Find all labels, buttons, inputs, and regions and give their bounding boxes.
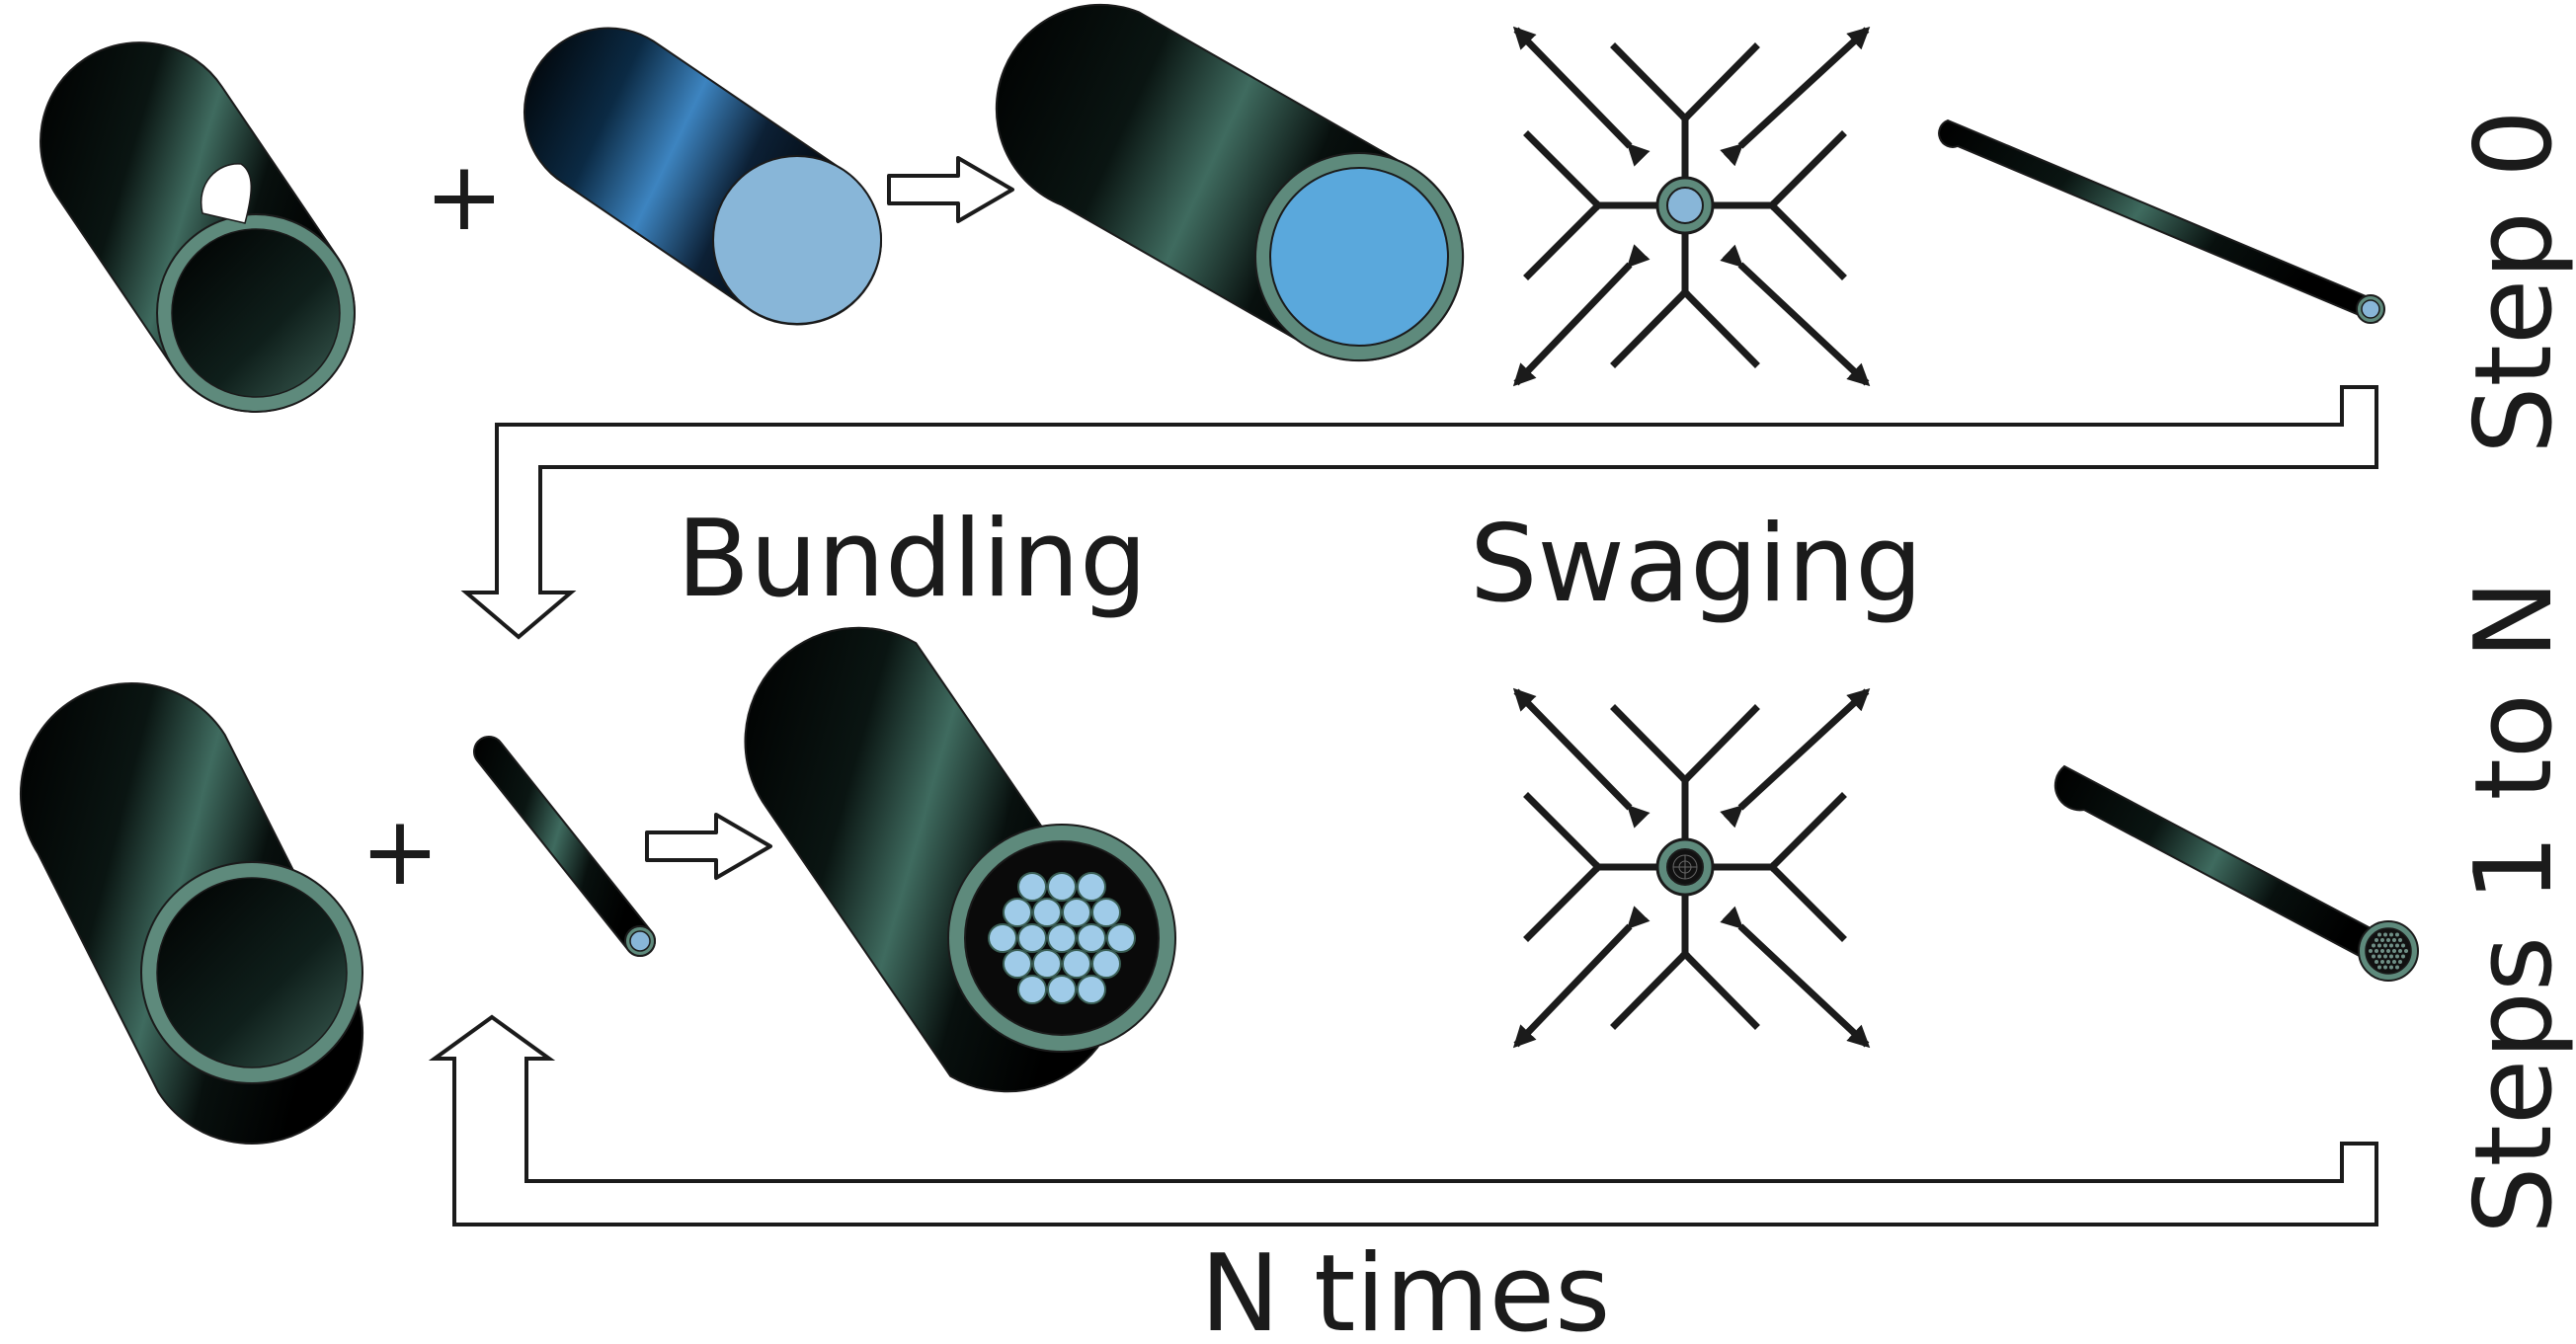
wire-filaments — [2369, 932, 2408, 970]
wire-filament-dot — [2404, 949, 2408, 953]
wire-icon — [2053, 764, 2419, 982]
filament — [988, 923, 1017, 953]
loop-arrow-icon — [428, 1014, 2378, 1226]
wire-filament-dot — [2395, 954, 2399, 959]
wire-filament-dot — [2389, 954, 2393, 959]
filament — [1047, 872, 1077, 902]
filament-bundle — [988, 872, 1136, 1004]
wire-filament-dot — [2380, 949, 2384, 953]
steps1n-label: Steps 1 to N — [2453, 580, 2576, 1234]
wire-filament-dot — [2383, 965, 2387, 970]
wire-filament-dot — [2398, 949, 2402, 953]
rod-icon — [523, 27, 883, 326]
wire-icon — [1938, 119, 2385, 324]
filament — [1017, 923, 1047, 953]
wire-filament-dot — [2377, 954, 2381, 959]
tube-with-core-icon — [995, 3, 1465, 362]
wire-filament-dot — [2386, 949, 2390, 953]
filament — [1077, 872, 1106, 902]
n-times-label: N times — [1200, 1232, 1610, 1344]
wire-filament-dot — [2372, 954, 2375, 959]
filament — [1047, 975, 1077, 1004]
filament — [1106, 923, 1136, 953]
wire-filament-dot — [2401, 954, 2405, 959]
filament — [1017, 975, 1047, 1004]
wire-filament-dot — [2375, 949, 2378, 953]
multifilament-tube-icon — [744, 626, 1176, 1093]
wire-filament-dot — [2392, 949, 2396, 953]
swaging-label: Swaging — [1470, 503, 1923, 626]
wire-filament-dot — [2398, 960, 2402, 964]
filament — [1047, 923, 1077, 953]
wire-filament-dot — [2377, 943, 2381, 948]
swaging-die-icon — [1512, 26, 1871, 387]
swaging-die-icon — [1512, 687, 1871, 1049]
wire-filament-dot — [2389, 943, 2393, 948]
wire-filament-dot — [2372, 943, 2375, 948]
wire-filament-dot — [2375, 960, 2378, 964]
wire-filament-dot — [2395, 943, 2399, 948]
rod-icon — [473, 736, 656, 957]
wire-filament-dot — [2392, 960, 2396, 964]
wire-filament-dot — [2401, 943, 2405, 948]
bundling-label: Bundling — [677, 498, 1148, 621]
loop-arrow-icon — [460, 385, 2378, 640]
wire-filament-dot — [2383, 943, 2387, 948]
wire-filament-dot — [2380, 938, 2384, 942]
plus-sign: + — [425, 141, 504, 252]
wire-filament-dot — [2380, 960, 2384, 964]
wire-filament-dot — [2398, 938, 2402, 942]
filament — [1077, 975, 1106, 1004]
wire-filament-dot — [2389, 965, 2393, 970]
wire-filament-dot — [2395, 932, 2399, 937]
wire-filament-dot — [2377, 965, 2381, 970]
wire-filament-dot — [2395, 965, 2399, 970]
tube-icon — [19, 682, 364, 1145]
filament — [1032, 898, 1062, 927]
filament — [1062, 949, 1091, 979]
step0-label: Step 0 — [2453, 110, 2576, 454]
filament — [1003, 949, 1032, 979]
plus-sign: + — [361, 796, 440, 907]
filament — [1091, 949, 1121, 979]
wire-filament-dot — [2392, 938, 2396, 942]
hollow-arrow-icon — [887, 156, 1014, 223]
filament — [1032, 949, 1062, 979]
wire-filament-dot — [2386, 960, 2390, 964]
wire-filament-dot — [2383, 932, 2387, 937]
wire-filament-dot — [2389, 932, 2393, 937]
filament — [1062, 898, 1091, 927]
filament — [1017, 872, 1047, 902]
filament — [1003, 898, 1032, 927]
wire-filament-dot — [2383, 954, 2387, 959]
hollow-arrow-icon — [645, 813, 772, 880]
wire-filament-dot — [2386, 938, 2390, 942]
wire-filament-dot — [2369, 949, 2373, 953]
tube-icon — [40, 41, 356, 413]
wire-filament-dot — [2375, 938, 2378, 942]
filament — [1091, 898, 1121, 927]
wire-filament-dot — [2377, 932, 2381, 937]
filament — [1077, 923, 1106, 953]
